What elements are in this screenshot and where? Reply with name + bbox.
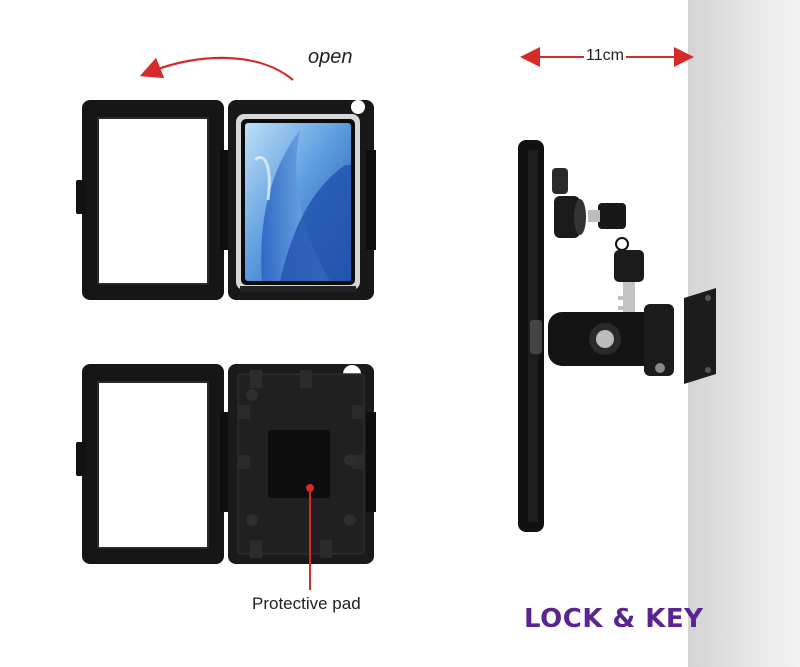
dimension-label: 11cm: [584, 47, 626, 65]
enclosure-open-empty: [76, 364, 376, 590]
enclosure-open-with-tablet: [76, 100, 376, 300]
open-arrow-icon: [139, 56, 294, 81]
open-label: open: [308, 46, 353, 68]
protective-pad: [268, 430, 330, 498]
wall-mount-side-view: [518, 140, 716, 532]
lock-and-key-title: LOCK & KEY: [524, 604, 704, 634]
protective-pad-label: Protective pad: [252, 594, 361, 613]
